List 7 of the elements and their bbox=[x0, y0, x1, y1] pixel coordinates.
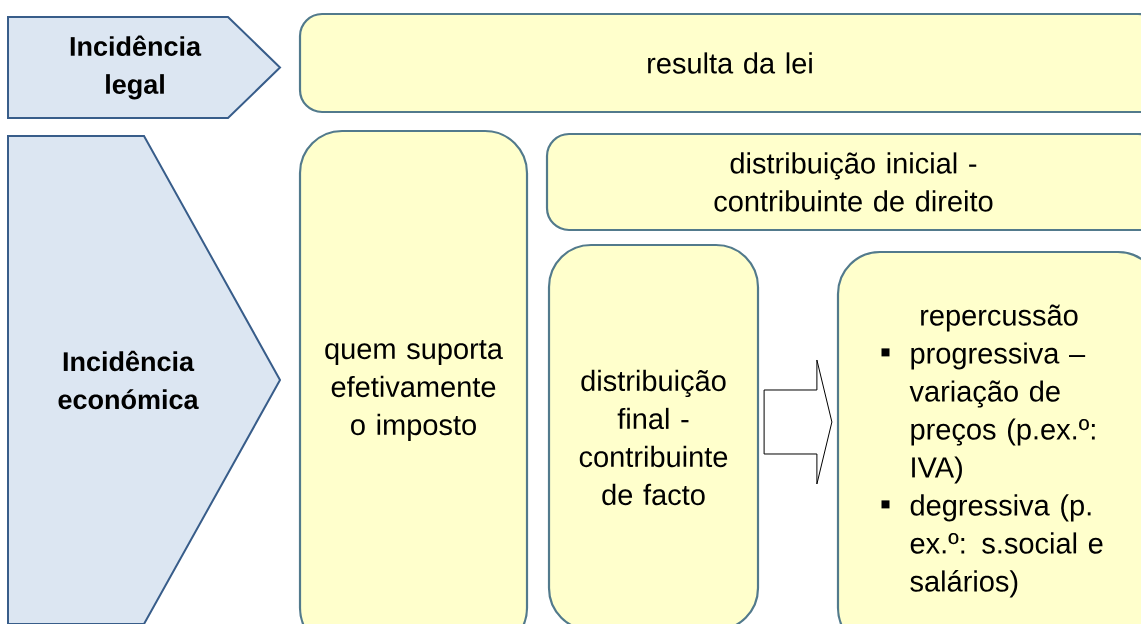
rounded-box: quem suporta efetivamente o imposto bbox=[298, 129, 529, 624]
rounded-box: distribuição final - contribuinte de facto bbox=[547, 243, 760, 624]
rounded-box: resulta da lei bbox=[298, 12, 1141, 114]
block-arrow bbox=[763, 359, 833, 485]
pentagon-label: Incidência legal bbox=[7, 16, 282, 119]
rounded-box: repercussão progressiva – variação de preços (p.ex.º: IVA) degressiva (p. ex.º: s.social e salários) bbox=[836, 250, 1141, 624]
rounded-box: distribuição inicial - contribuinte de direito bbox=[545, 132, 1141, 232]
